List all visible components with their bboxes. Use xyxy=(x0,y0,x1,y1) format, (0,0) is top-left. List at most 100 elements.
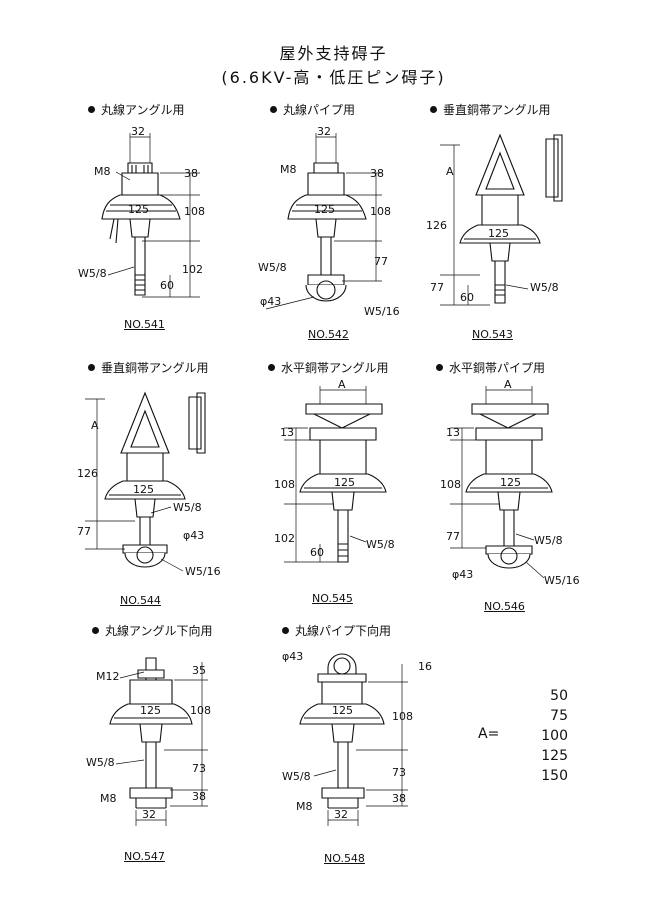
dim-label: 77 xyxy=(374,255,388,268)
figure-heading: 丸線パイプ用 xyxy=(270,101,355,118)
dim-label: 13 xyxy=(280,426,294,439)
figure-heading: 丸線アングル下向用 xyxy=(92,622,213,639)
dim-label: M8 xyxy=(94,165,111,178)
dim-label: W5/8 xyxy=(86,756,115,769)
dim-label: 60 xyxy=(310,546,324,559)
insulator-drawing-543: A 126 125 77 60 W5/8 xyxy=(426,133,563,306)
bullet-icon xyxy=(268,364,275,371)
model-number: NO.543 xyxy=(472,328,513,341)
dim-label: 125 xyxy=(314,203,335,216)
dim-label: φ43 xyxy=(183,529,204,542)
dim-label: 16 xyxy=(418,660,432,673)
dim-label: 35 xyxy=(192,664,206,677)
dim-label: M8 xyxy=(280,163,297,176)
dim-label: A xyxy=(91,419,99,432)
dim-label: 126 xyxy=(426,219,447,232)
a-option: 75 xyxy=(550,708,568,724)
figure-heading: 水平銅帯パイプ用 xyxy=(436,359,545,376)
dim-label: 77 xyxy=(77,525,91,538)
insulator-drawing-542: 32 M8 38 125 108 W5/8 77 φ43 W5/16 xyxy=(258,125,400,318)
insulator-drawing-545: A 13 125 108 102 60 W5/8 xyxy=(274,378,395,563)
a-option: 50 xyxy=(550,688,568,704)
dim-label: 38 xyxy=(192,790,206,803)
bullet-icon xyxy=(88,106,95,113)
dim-label: 125 xyxy=(500,476,521,489)
dim-label: W5/8 xyxy=(258,261,287,274)
dim-label: 60 xyxy=(160,279,174,292)
a-option: 125 xyxy=(541,748,568,764)
insulator-drawing-548: φ43 16 125 108 W5/8 73 M8 38 32 xyxy=(282,650,432,826)
dim-label: 126 xyxy=(77,467,98,480)
dim-label: 108 xyxy=(184,205,205,218)
dim-label: W5/16 xyxy=(544,574,580,587)
dim-label: 125 xyxy=(488,227,509,240)
dim-label: A xyxy=(504,378,512,391)
bullet-icon xyxy=(270,106,277,113)
dim-label: 108 xyxy=(190,704,211,717)
a-options-label: A= xyxy=(478,726,500,742)
dim-label: 102 xyxy=(182,263,203,276)
dim-label: 108 xyxy=(392,710,413,723)
dim-label: W5/8 xyxy=(282,770,311,783)
insulator-drawing-547: M12 35 125 108 W5/8 73 M8 38 32 xyxy=(86,657,211,826)
dim-label: φ43 xyxy=(282,650,303,663)
a-options-list: A= 50 75 100 125 150 xyxy=(478,686,568,786)
figure-heading: 丸線アングル用 xyxy=(88,101,185,118)
dim-label: M12 xyxy=(96,670,120,683)
dim-label: φ43 xyxy=(260,295,281,308)
dim-label: 38 xyxy=(392,792,406,805)
dim-label: 73 xyxy=(192,762,206,775)
dim-label: A xyxy=(338,378,346,391)
dim-label: A xyxy=(446,165,454,178)
model-number: NO.545 xyxy=(312,592,353,605)
insulator-drawing-546: A 13 125 108 77 W5/8 φ43 W5/16 xyxy=(440,378,580,587)
bullet-icon xyxy=(430,106,437,113)
dim-label: W5/8 xyxy=(173,501,202,514)
insulator-drawing-544: A 126 125 77 W5/8 φ43 W5/16 xyxy=(77,391,221,578)
model-number: NO.547 xyxy=(124,850,165,863)
bullet-icon xyxy=(88,364,95,371)
dim-label: 125 xyxy=(140,704,161,717)
dim-label: 102 xyxy=(274,532,295,545)
dim-label: 38 xyxy=(184,167,198,180)
dim-label: 108 xyxy=(370,205,391,218)
dim-label: φ43 xyxy=(452,568,473,581)
figure-heading: 垂直銅帯アングル用 xyxy=(88,359,209,376)
dim-label: 38 xyxy=(370,167,384,180)
dim-label: M8 xyxy=(100,792,117,805)
dim-label: 108 xyxy=(440,478,461,491)
document-title: 屋外支持碍子 xyxy=(279,44,388,63)
model-number: NO.548 xyxy=(324,852,365,865)
dim-label: 32 xyxy=(131,125,145,138)
figure-heading: 水平銅帯アングル用 xyxy=(268,359,389,376)
dim-label: W5/8 xyxy=(78,267,107,280)
dim-label: 32 xyxy=(317,125,331,138)
model-number: NO.542 xyxy=(308,328,349,341)
dim-label: W5/16 xyxy=(364,305,400,318)
dim-label: 125 xyxy=(128,203,149,216)
dim-label: 60 xyxy=(460,291,474,304)
dim-label: 32 xyxy=(334,808,348,821)
dim-label: 77 xyxy=(446,530,460,543)
dim-label: 73 xyxy=(392,766,406,779)
figure-heading: 丸線パイプ下向用 xyxy=(282,622,391,639)
dim-label: 13 xyxy=(446,426,460,439)
bullet-icon xyxy=(282,627,289,634)
dim-label: 125 xyxy=(334,476,355,489)
dim-label: 77 xyxy=(430,281,444,294)
dim-label: M8 xyxy=(296,800,313,813)
figure-heading: 垂直銅帯アングル用 xyxy=(430,101,551,118)
dim-label: W5/8 xyxy=(366,538,395,551)
dim-label: 108 xyxy=(274,478,295,491)
model-number: NO.544 xyxy=(120,594,161,607)
model-number: NO.541 xyxy=(124,318,165,331)
dim-label: W5/16 xyxy=(185,565,221,578)
model-number: NO.546 xyxy=(484,600,525,613)
dim-label: W5/8 xyxy=(534,534,563,547)
dim-label: W5/8 xyxy=(530,281,559,294)
dim-label: 32 xyxy=(142,808,156,821)
insulator-drawing-541: 32 M8 38 125 108 W5/8 102 60 xyxy=(78,125,205,298)
a-option: 150 xyxy=(541,768,568,784)
dim-label: 125 xyxy=(133,483,154,496)
dim-label: 125 xyxy=(332,704,353,717)
